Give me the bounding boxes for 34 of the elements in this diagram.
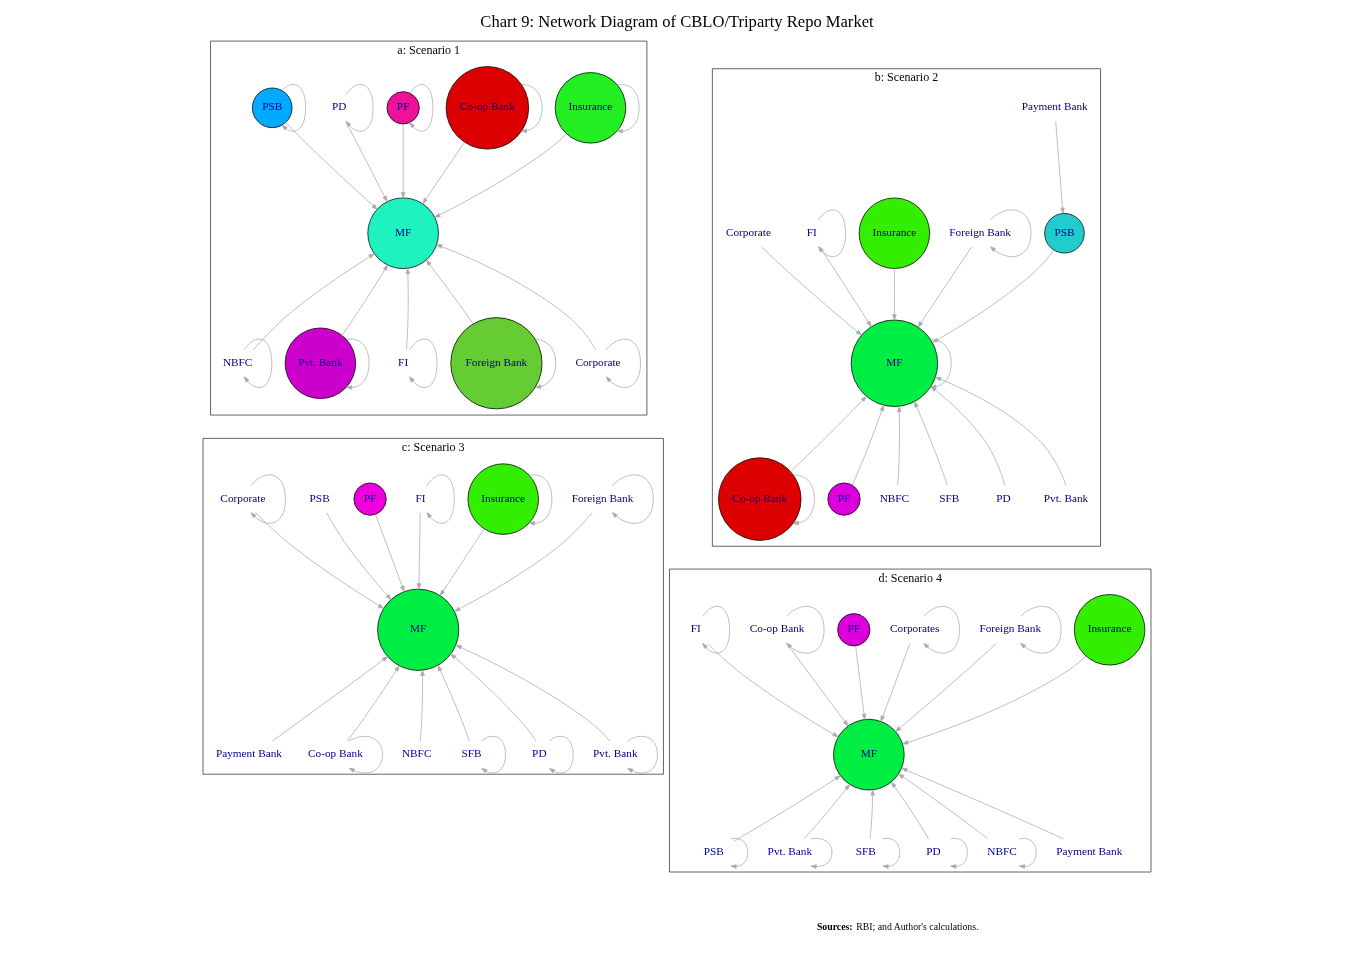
node-text: Pvt. Bank: [593, 747, 638, 760]
node-text: Foreign Bank: [979, 622, 1042, 635]
node-text: SFB: [939, 491, 960, 504]
node-text: Payment Bank: [1021, 100, 1088, 113]
node-text: NBFC: [879, 491, 910, 504]
node-text: PD: [996, 491, 1011, 504]
node-text: Co-op Bank: [308, 747, 363, 760]
node-text: FI: [690, 622, 701, 635]
node-text: NBFC: [222, 355, 253, 368]
node-text: PSB: [309, 491, 330, 504]
node-text: Co-op Bank: [749, 622, 805, 635]
diagram-title: Chart 9: Network Diagram of CBLO/Triparty Repo Market: [480, 12, 874, 32]
node-text: Payment Bank: [1056, 845, 1123, 858]
node-text: Corporates: [890, 622, 940, 635]
node-text: PSB: [703, 845, 724, 858]
label: Sources: RBI; and Author's calculations.: [816, 921, 979, 933]
node-text: Corporate: [575, 355, 621, 368]
node-text: NBFC: [987, 845, 1017, 858]
node-text: NBFC: [401, 747, 432, 760]
node-text: SFB: [461, 747, 482, 760]
node-text: Corporate: [725, 225, 771, 238]
node-text: PD: [532, 747, 547, 760]
node-text: FI: [415, 491, 426, 504]
node-text: SFB: [855, 845, 876, 858]
node-text: FI: [806, 225, 817, 238]
node-text: Foreign Bank: [949, 225, 1012, 238]
node-text: Pvt. Bank: [1043, 491, 1089, 504]
node-text: Foreign Bank: [571, 491, 634, 504]
node-text: PD: [926, 845, 941, 858]
node-text: Pvt. Bank: [767, 845, 813, 858]
node-text: Payment Bank: [215, 747, 282, 760]
node-text: Corporate: [220, 491, 266, 504]
node-text: PD: [332, 100, 347, 113]
node-text: FI: [398, 355, 409, 368]
